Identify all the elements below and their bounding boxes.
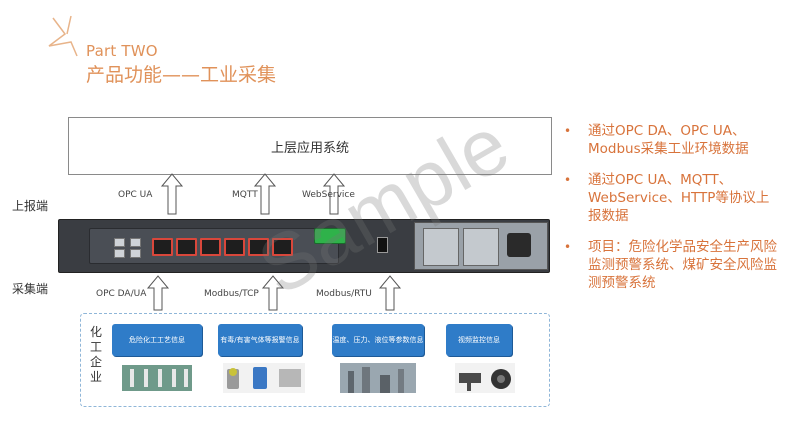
power-plug <box>507 233 531 257</box>
protocol-opc-da-ua: OPC DA/UA <box>96 289 147 299</box>
category-parameter-info: 温度、压力、液位等参数信息 <box>332 324 424 356</box>
upper-system-label: 上层应用系统 <box>270 140 349 156</box>
bullet-item: • 通过OPC DA、OPC UA、Modbus采集工业环境数据 <box>562 122 782 158</box>
up-arrow-opcua <box>160 173 184 215</box>
camera-image <box>455 363 515 393</box>
protocol-modbus-rtu: Modbus/RTU <box>316 289 372 299</box>
bullet-dot-icon: • <box>564 124 572 138</box>
upload-end-label: 上报端 <box>12 199 49 213</box>
serial-terminal <box>314 228 346 244</box>
bullet-item: • 通过OPC UA、MQTT、WebService、HTTP等协议上报数据 <box>562 171 782 225</box>
ethernet-port <box>272 238 293 256</box>
usb-port <box>114 249 125 258</box>
ethernet-port <box>152 238 173 256</box>
protocol-modbus-tcp: Modbus/TCP <box>204 289 259 299</box>
gateway-device-image <box>58 219 550 273</box>
psu-slot <box>463 228 499 266</box>
up-arrow-opcda <box>146 275 170 311</box>
up-arrow-modbus-rtu <box>378 275 402 311</box>
collect-end-label: 采集端 <box>12 282 49 296</box>
plant-photo-image <box>340 363 416 393</box>
feature-bullet-list: • 通过OPC DA、OPC UA、Modbus采集工业环境数据 • 通过OPC… <box>562 122 782 305</box>
protocol-opcua: OPC UA <box>118 190 153 200</box>
up-arrow-modbus-tcp <box>261 275 285 311</box>
ethernet-port <box>248 238 269 256</box>
io-module-image <box>122 365 192 391</box>
ethernet-port <box>176 238 197 256</box>
enterprise-label: 化工企业 <box>89 325 102 384</box>
upper-system-box: 上层应用系统 <box>68 117 552 175</box>
star-outline-icon <box>48 15 78 57</box>
category-gas-alarm: 有毒/有害气体等报警信息 <box>218 324 302 356</box>
power-supply-unit <box>414 222 548 270</box>
category-video-monitor: 视频监控信息 <box>446 324 512 356</box>
bullet-item: • 项目：危险化学品安全生产风险监测预警系统、煤矿安全风险监测预警系统 <box>562 238 782 292</box>
up-arrow-webservice <box>322 173 346 215</box>
bullet-dot-icon: • <box>564 173 572 187</box>
protocol-mqtt: MQTT <box>232 190 258 200</box>
gas-detector-image <box>223 363 305 393</box>
bullet-text: 通过OPC DA、OPC UA、Modbus采集工业环境数据 <box>588 123 749 157</box>
bullet-text: 通过OPC UA、MQTT、WebService、HTTP等协议上报数据 <box>588 172 770 224</box>
ethernet-port <box>200 238 221 256</box>
bullet-text: 项目：危险化学品安全生产风险监测预警系统、煤矿安全风险监测预警系统 <box>588 239 777 291</box>
ethernet-port <box>224 238 245 256</box>
category-process-info: 危险化工工艺信息 <box>112 324 202 356</box>
port-panel <box>89 228 339 264</box>
protocol-webservice: WebService <box>302 190 355 200</box>
bullet-dot-icon: • <box>564 240 572 254</box>
page-title: 产品功能——工业采集 <box>86 64 277 86</box>
usb-port <box>130 249 141 258</box>
power-switch <box>377 237 388 253</box>
up-arrow-mqtt <box>253 173 277 215</box>
usb-port <box>130 238 141 247</box>
psu-slot <box>423 228 459 266</box>
usb-port <box>114 238 125 247</box>
part-label: Part TWO <box>86 42 158 60</box>
